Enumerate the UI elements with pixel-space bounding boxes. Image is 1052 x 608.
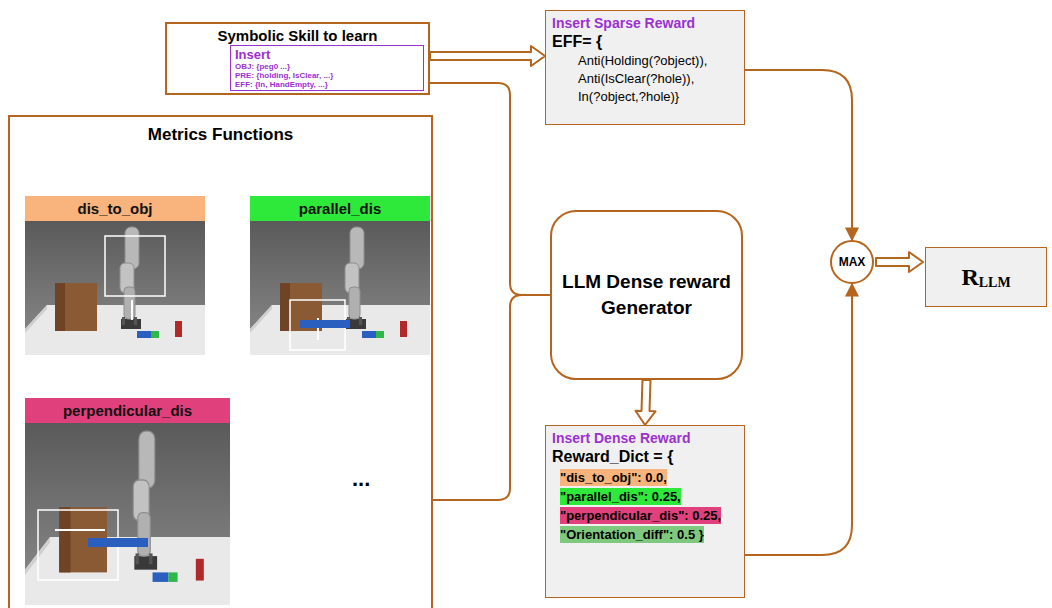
connector-line — [433, 295, 550, 500]
result-box: RLLM — [925, 247, 1047, 307]
dense-reward-box: Insert Dense RewardReward_Dict = { "dis_t… — [545, 425, 745, 598]
node-text: EFF: {In, HandEmpty, ...} — [235, 80, 419, 89]
node-text: In(?object,?hole)} — [552, 88, 738, 106]
node-text: Anti(IsClear(?hole)), — [552, 70, 738, 88]
metrics-box: Metrics Functions dis_to_obj parallel_disp… — [8, 115, 433, 608]
scene-parallel-dis — [250, 221, 430, 355]
scene-perpendicular-dis — [25, 423, 230, 605]
node-text: Anti(Holding(?object)), — [552, 52, 738, 70]
hollow-arrow — [430, 46, 545, 66]
node-heading: LLM Dense reward Generator — [562, 269, 731, 321]
node-text: LLM — [979, 275, 1011, 291]
connector-line — [430, 83, 550, 295]
node-text: OBJ: {peg0 ...} — [235, 62, 419, 71]
generator-box: LLM Dense reward Generator — [550, 210, 743, 380]
node-heading: Metrics Functions — [10, 125, 431, 145]
hollow-arrow — [636, 380, 656, 425]
max-circle: MAX — [830, 240, 874, 284]
node-text: Reward_Dict = { — [552, 447, 738, 467]
connector-line — [745, 70, 852, 240]
skill-card: InsertOBJ: {peg0 ...}PRE: {holding, IsCl… — [230, 45, 424, 91]
metric-panel: dis_to_obj — [25, 196, 205, 355]
node-heading: parallel_dis — [250, 196, 430, 221]
node-heading: MAX — [839, 255, 866, 269]
node-heading: Insert Sparse Reward — [552, 15, 738, 32]
sparse-reward-box: Insert Sparse RewardEFF= {Anti(Holding(?… — [545, 10, 745, 125]
node-text: EFF= { — [552, 32, 738, 52]
node-text: "dis_to_obj": 0.0, — [560, 469, 667, 486]
node-heading: dis_to_obj — [25, 196, 205, 221]
metric-panel: parallel_dis — [250, 196, 430, 355]
skill-box: Symbolic Skill to learnInsertOBJ: {peg0 … — [165, 22, 430, 95]
hollow-arrow — [876, 252, 923, 272]
node-heading: perpendicular_dis — [25, 398, 230, 423]
node-text: PRE: {holding, IsClear, ...} — [235, 71, 419, 80]
node-text: "Orientation_diff": 0.5 } — [560, 526, 704, 543]
node-heading: Insert Dense Reward — [552, 430, 738, 447]
node-heading: Symbolic Skill to learn — [167, 27, 428, 44]
node-text: "perpendicular_dis": 0.25, — [560, 507, 721, 524]
node-heading: R — [961, 264, 978, 291]
scene-dis-to-obj — [25, 221, 205, 355]
metric-panel: perpendicular_dis — [25, 398, 230, 605]
node-text: "parallel_dis": 0.25, — [560, 488, 681, 505]
node-heading: Insert — [235, 48, 419, 62]
ellipsis-label: ... — [352, 466, 370, 492]
connector-line — [745, 284, 852, 555]
